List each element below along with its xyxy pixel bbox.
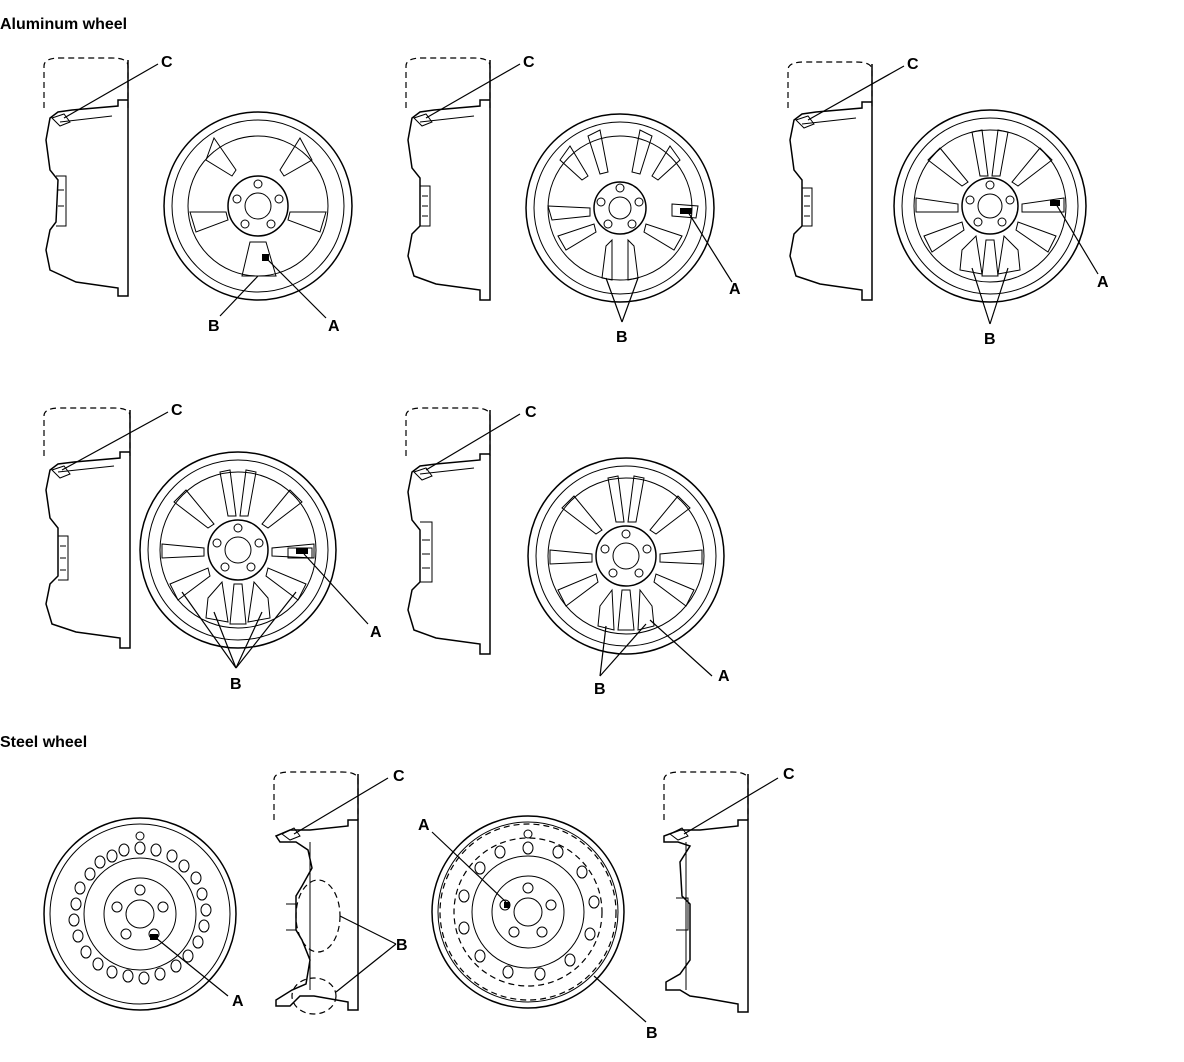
aluminum-wheel-5-leaders <box>425 413 713 677</box>
aluminum-wheel-4-leaders <box>61 411 369 669</box>
steel-wheel-2-leaders <box>431 831 647 1023</box>
steel-wheel-2-profile <box>663 771 749 1013</box>
aluminum-wheel-4-label-b: B <box>230 676 242 693</box>
aluminum-wheel-1-label-a: A <box>328 318 340 335</box>
aluminum-wheel-3-label-a: A <box>1097 274 1109 291</box>
steel-wheel-2-label-a: A <box>418 817 430 834</box>
aluminum-wheel-2-face <box>525 113 715 303</box>
aluminum-wheel-3-profile <box>787 61 873 301</box>
aluminum-wheel-1-profile <box>43 57 129 297</box>
aluminum-wheel-1-face <box>163 111 353 301</box>
aluminum-wheel-heading: Aluminum wheel <box>0 16 128 33</box>
aluminum-wheel-1-label-b: B <box>208 318 220 335</box>
aluminum-wheel-4-label-c: C <box>171 402 183 419</box>
aluminum-wheel-4-label-a: A <box>370 624 382 641</box>
steel-wheel-2-label-c: C <box>783 766 795 783</box>
steel-wheel-2-face <box>431 815 625 1009</box>
steel-wheel-1-label-c: C <box>393 768 405 785</box>
aluminum-wheel-3-face <box>893 109 1087 303</box>
aluminum-wheel-2-label-a: A <box>729 281 741 298</box>
aluminum-wheel-4-profile <box>43 407 131 649</box>
aluminum-wheel-5-profile <box>405 407 491 655</box>
aluminum-wheel-5-face <box>527 457 725 655</box>
steel-wheel-1-leaders <box>155 937 229 997</box>
aluminum-wheel-5-label-a: A <box>718 668 730 685</box>
steel-wheel-heading: Steel wheel <box>0 734 88 751</box>
aluminum-wheel-3-label-b: B <box>984 331 996 348</box>
aluminum-wheel-4-face <box>139 451 337 649</box>
aluminum-wheel-2-label-b: B <box>616 329 628 346</box>
aluminum-wheel-3-label-c: C <box>907 56 919 73</box>
steel-wheel-1-profile-leaders <box>293 777 397 993</box>
aluminum-wheel-2-profile <box>405 57 491 301</box>
steel-wheel-1-label-b: B <box>396 937 408 954</box>
steel-wheel-1-face <box>43 817 237 1011</box>
steel-wheel-2-label-b: B <box>646 1025 658 1042</box>
aluminum-wheel-3-leaders <box>807 65 1099 325</box>
aluminum-wheel-1-label-c: C <box>161 54 173 71</box>
aluminum-wheel-2-label-c: C <box>523 54 535 71</box>
steel-wheel-2-profile-leaders <box>683 777 779 835</box>
aluminum-wheel-5-label-b: B <box>594 681 606 698</box>
steel-wheel-1-profile <box>273 771 359 1015</box>
aluminum-wheel-2-leaders <box>425 63 733 323</box>
steel-wheel-1-label-a: A <box>232 993 244 1010</box>
aluminum-wheel-5-label-c: C <box>525 404 537 421</box>
aluminum-wheel-1-leaders <box>63 63 327 319</box>
